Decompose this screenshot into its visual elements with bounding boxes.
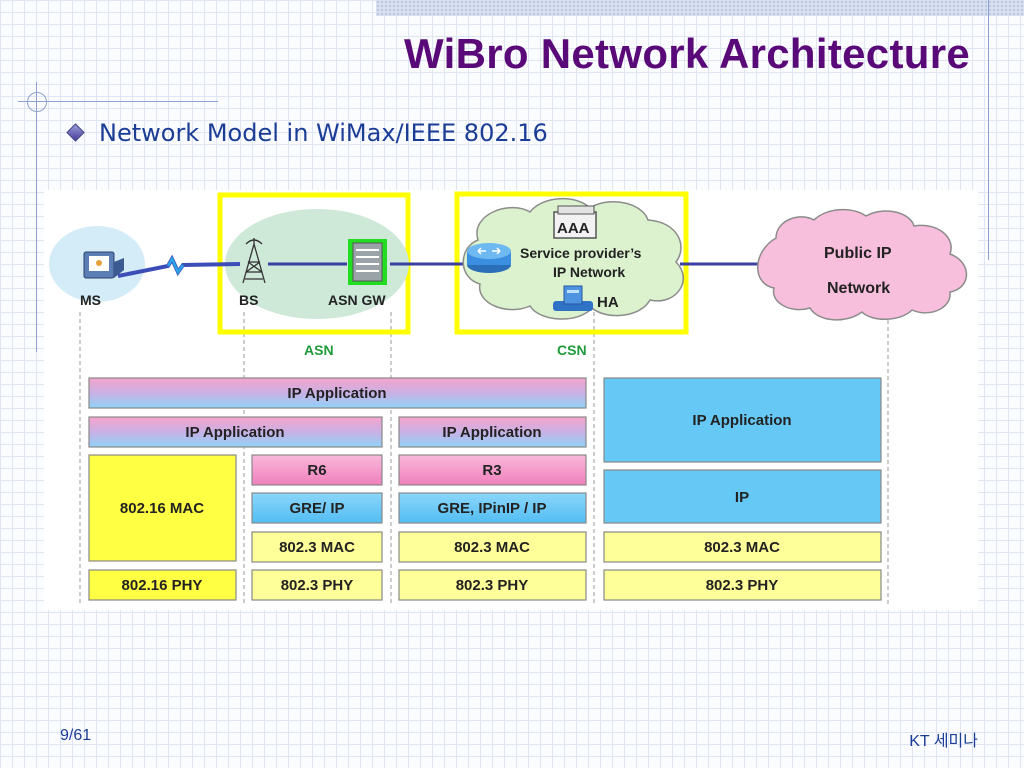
bs-phy-label: 802.3 PHY xyxy=(281,577,354,594)
bs-tower-icon xyxy=(242,238,266,284)
asn-gw-label: ASN GW xyxy=(328,292,386,308)
ms-device-icon xyxy=(83,251,124,279)
asngw-ip-app xyxy=(398,416,587,448)
host-ip-app xyxy=(603,377,882,463)
asn-gw-icon xyxy=(348,239,387,285)
bs-label: BS xyxy=(239,292,258,308)
bs-r6-label: R6 xyxy=(307,462,326,479)
public-cloud-text-2: Network xyxy=(827,280,890,297)
csn-cloud xyxy=(462,197,684,320)
bs-gre xyxy=(251,492,383,524)
ms-ip-app xyxy=(88,416,383,448)
bs-mac xyxy=(251,531,383,563)
host-phy xyxy=(603,569,882,601)
footer-label: KT 세미나 xyxy=(909,733,978,750)
asngw-phy-label: 802.3 PHY xyxy=(456,577,529,594)
stack-top-ip-app-label: IP Application xyxy=(287,385,386,402)
host-mac xyxy=(603,531,882,563)
stack-top-ip-app xyxy=(88,377,587,409)
header-band xyxy=(376,0,1024,16)
asngw-gre-label: GRE, IPinIP / IP xyxy=(438,500,547,517)
ms-ip-app-label: IP Application xyxy=(185,424,284,441)
asngw-r3-label: R3 xyxy=(482,462,501,479)
aaa-label: AAA xyxy=(557,220,590,237)
asngw-phy xyxy=(398,569,587,601)
bs-phy xyxy=(251,569,383,601)
csn-label: CSN xyxy=(557,342,587,358)
frame-line-top xyxy=(18,101,218,102)
frame-line-right xyxy=(988,0,989,260)
asngw-mac-label: 802.3 MAC xyxy=(454,539,530,556)
aaa-server-icon xyxy=(553,205,597,239)
host-phy-label: 802.3 PHY xyxy=(706,577,779,594)
csn-cloud-text-1: Service provider’s xyxy=(520,245,642,261)
ms-phy-label: 802.16 PHY xyxy=(122,577,203,594)
asngw-gre xyxy=(398,492,587,524)
page-number: 9/61 xyxy=(60,727,92,744)
ms-mac xyxy=(88,454,237,562)
router-icon xyxy=(467,243,511,273)
ms-mac-label: 802.16 MAC xyxy=(120,500,204,517)
csn-cloud-text-2: IP Network xyxy=(553,264,625,280)
ms-phy xyxy=(88,569,237,601)
bs-mac-label: 802.3 MAC xyxy=(279,539,355,556)
circle-ornament xyxy=(27,92,47,112)
host-ip xyxy=(603,469,882,524)
public-cloud-text-1: Public IP xyxy=(824,245,892,262)
host-mac-label: 802.3 MAC xyxy=(704,539,780,556)
bullet-text: Network Model in WiMax/IEEE 802.16 xyxy=(99,119,548,147)
bs-r6 xyxy=(251,454,383,486)
bs-gre-label: GRE/ IP xyxy=(289,500,344,517)
asn-label: ASN xyxy=(304,342,334,358)
asngw-ip-app-label: IP Application xyxy=(442,424,541,441)
public-cloud xyxy=(757,208,968,321)
ha-label: HA xyxy=(597,294,619,311)
dashed-separators xyxy=(79,312,889,605)
ms-label: MS xyxy=(80,292,101,308)
ha-server-icon xyxy=(553,285,593,311)
host-ip-app-label: IP Application xyxy=(692,412,791,429)
asngw-r3 xyxy=(398,454,587,486)
asngw-mac xyxy=(398,531,587,563)
frame-line-left xyxy=(36,82,37,352)
slide-title: WiBro Network Architecture xyxy=(404,30,970,77)
host-ip-label: IP xyxy=(735,489,749,506)
